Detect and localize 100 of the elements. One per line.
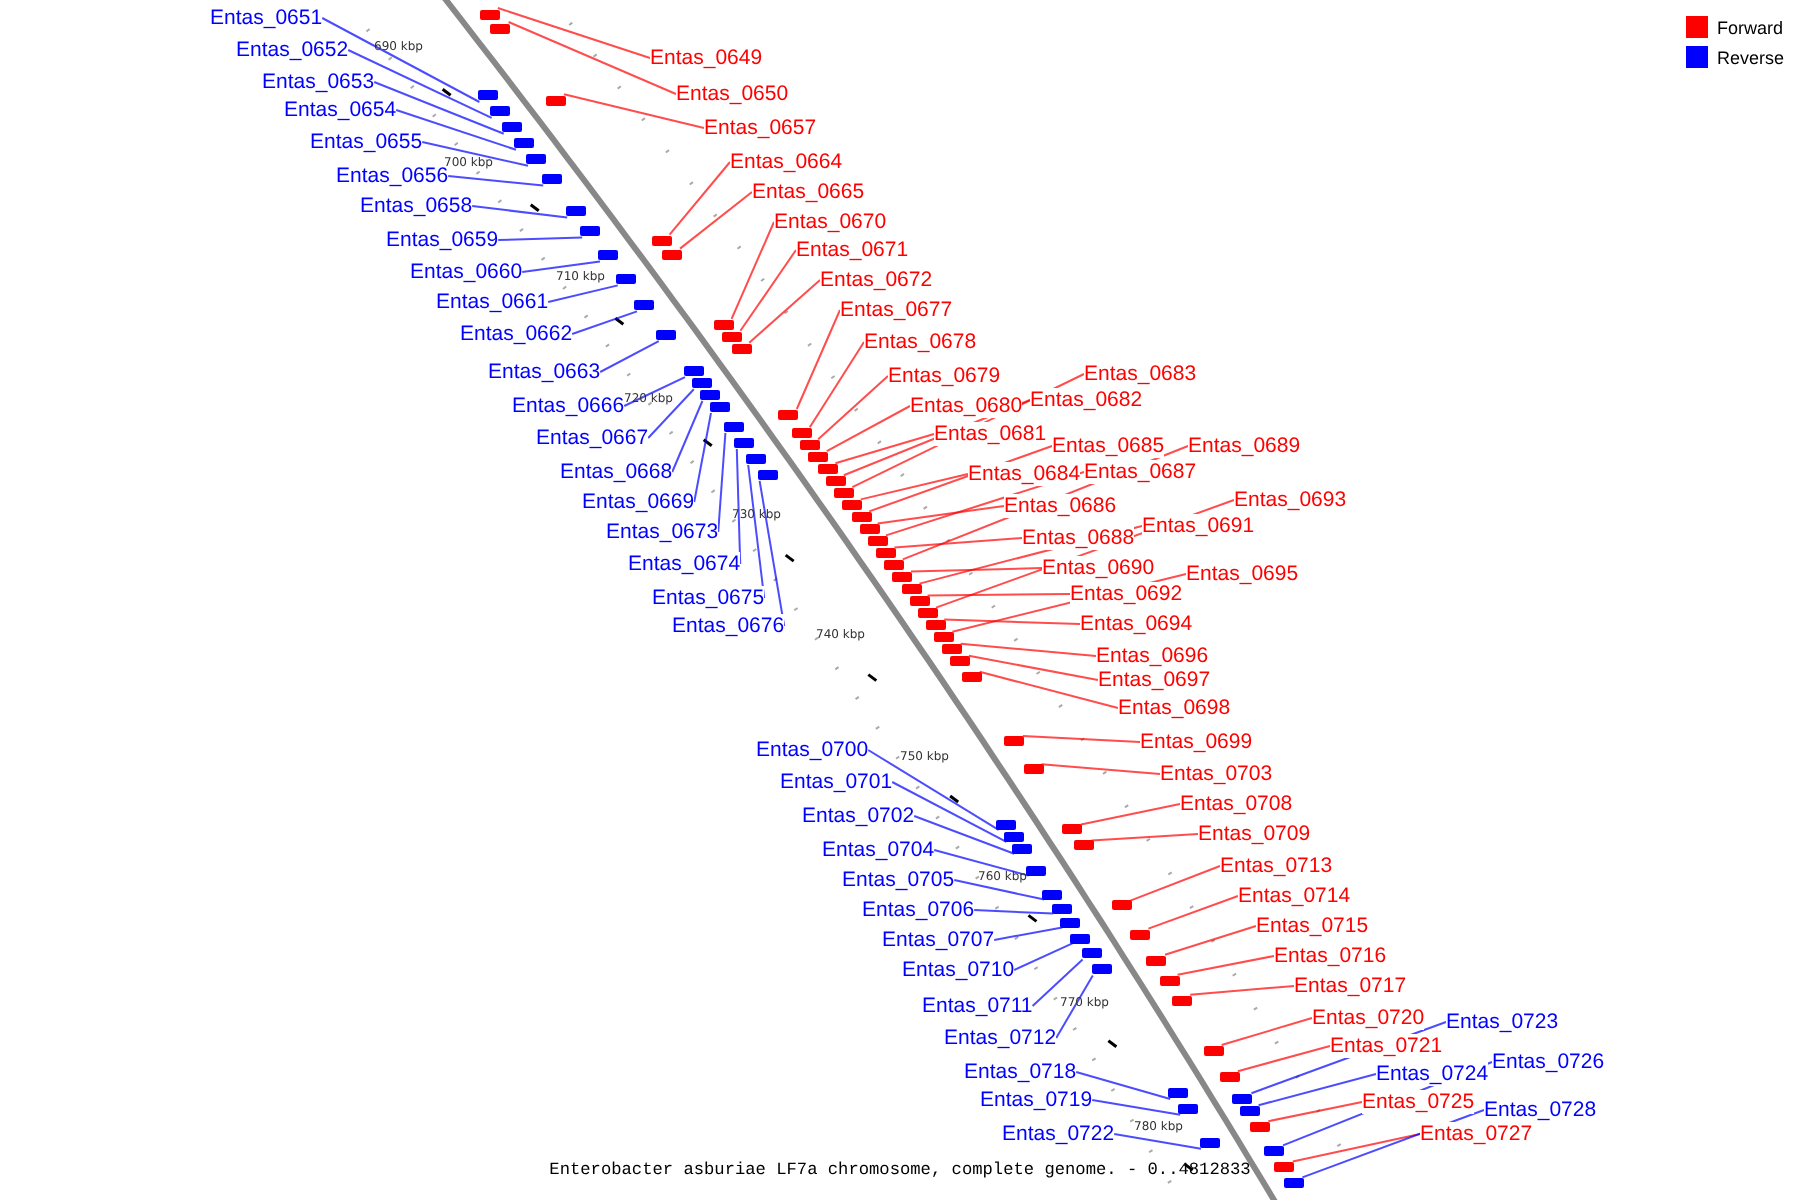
gene-label: Entas_0722 <box>1002 1122 1115 1146</box>
leader-line <box>521 260 601 273</box>
gene-block <box>842 500 863 511</box>
gene-block <box>791 427 812 438</box>
leader-line <box>507 21 677 95</box>
leader-line <box>471 205 569 219</box>
leader-line <box>973 909 1055 915</box>
gene-block <box>683 366 704 377</box>
gene-block <box>662 249 683 260</box>
gene-block <box>1062 824 1083 835</box>
gene-label: Entas_0686 <box>1004 494 1117 518</box>
gene-label: Entas_0677 <box>840 298 953 322</box>
gene-block <box>1264 1145 1285 1156</box>
gene-block <box>1070 933 1091 944</box>
leader-line <box>1220 1017 1313 1046</box>
gene-label: Entas_0668 <box>560 460 673 484</box>
leader-line <box>943 618 1081 625</box>
gene-label: Entas_0717 <box>1294 974 1407 998</box>
gene-block <box>746 454 767 465</box>
leader-line <box>834 433 935 465</box>
gene-block <box>901 584 922 595</box>
leader-line <box>668 161 731 236</box>
gene-block <box>651 235 672 246</box>
gene-block <box>734 438 755 449</box>
leader-line <box>876 505 1005 525</box>
leader-line <box>1091 1099 1182 1116</box>
gene-block <box>634 300 655 311</box>
gene-label: Entas_0659 <box>386 228 499 252</box>
gene-block <box>1178 1104 1199 1115</box>
leader-line <box>1031 958 1084 1007</box>
gene-label: Entas_0671 <box>796 238 909 262</box>
gene-label: Entas_0711 <box>922 994 1033 1018</box>
gene-label: Entas_0705 <box>842 868 955 892</box>
leader-line <box>1021 735 1141 743</box>
leader-line <box>795 309 841 410</box>
gene-block <box>526 154 547 165</box>
gene-label: Entas_0680 <box>910 394 1023 418</box>
leader-line <box>893 537 1023 549</box>
gene-block <box>961 672 982 683</box>
gene-label: Entas_0692 <box>1070 582 1183 606</box>
gene-block <box>825 476 846 486</box>
gene-label: Entas_0690 <box>1042 556 1155 580</box>
gene-block <box>1023 764 1044 775</box>
gene-label: Entas_0656 <box>336 164 449 188</box>
gene-block <box>1051 903 1072 914</box>
gene-label: Entas_0694 <box>1080 612 1193 636</box>
gene-block <box>513 138 534 149</box>
gene-block <box>1081 948 1101 959</box>
gene-block <box>541 174 562 185</box>
gene-block <box>1168 1088 1189 1099</box>
gene-label: Entas_0701 <box>780 770 893 794</box>
leader-line <box>808 341 865 429</box>
gene-label: Entas_0718 <box>964 1060 1077 1084</box>
gene-block <box>1026 865 1047 876</box>
gene-block <box>489 106 510 117</box>
gene-label: Entas_0700 <box>756 738 869 762</box>
gene-block <box>1060 917 1081 928</box>
gene-label: Entas_0687 <box>1084 460 1197 484</box>
gene-label: Entas_0662 <box>460 322 573 346</box>
gene-block <box>656 330 677 341</box>
leader-line <box>978 670 1119 709</box>
gene-label: Entas_0689 <box>1188 434 1301 458</box>
gene-block <box>917 608 938 619</box>
gene-label: Entas_0699 <box>1140 730 1253 754</box>
gene-block <box>950 656 971 667</box>
gene-block <box>1004 831 1025 842</box>
leader-line <box>967 654 1099 681</box>
gene-block <box>800 439 821 450</box>
leader-line <box>671 400 704 473</box>
gene-block <box>501 122 522 133</box>
gene-block <box>1004 736 1025 747</box>
gene-block <box>942 644 963 655</box>
gene-label: Entas_0685 <box>1052 434 1165 458</box>
leader-line <box>623 376 686 407</box>
leader-line <box>730 221 775 320</box>
leader-line <box>1189 985 1295 996</box>
leader-line <box>748 279 821 344</box>
gene-block <box>1232 1093 1253 1104</box>
leader-line <box>497 236 584 241</box>
leader-line <box>1075 1071 1172 1100</box>
leader-line <box>679 191 753 250</box>
gene-label: Entas_0652 <box>236 38 349 62</box>
gene-block <box>817 463 838 474</box>
leader-line <box>891 781 1008 843</box>
leader-line <box>1176 955 1275 976</box>
gene-label: Entas_0664 <box>730 150 843 174</box>
gene-label: Entas_0696 <box>1096 644 1209 668</box>
gene-label: Entas_0695 <box>1186 562 1299 586</box>
gene-label: Entas_0709 <box>1198 822 1311 846</box>
leader-line <box>739 249 797 332</box>
leader-line <box>1129 865 1221 902</box>
gene-block <box>1249 1121 1270 1132</box>
gene-label: Entas_0651 <box>210 6 323 30</box>
gene-label: Entas_0683 <box>1084 362 1197 386</box>
gene-label: Entas_0663 <box>488 360 601 384</box>
leader-line <box>1257 1073 1377 1107</box>
legend-label: Reverse <box>1716 47 1784 67</box>
gene-block <box>1129 929 1150 939</box>
gene-block <box>996 819 1017 830</box>
leader-line <box>373 81 505 135</box>
